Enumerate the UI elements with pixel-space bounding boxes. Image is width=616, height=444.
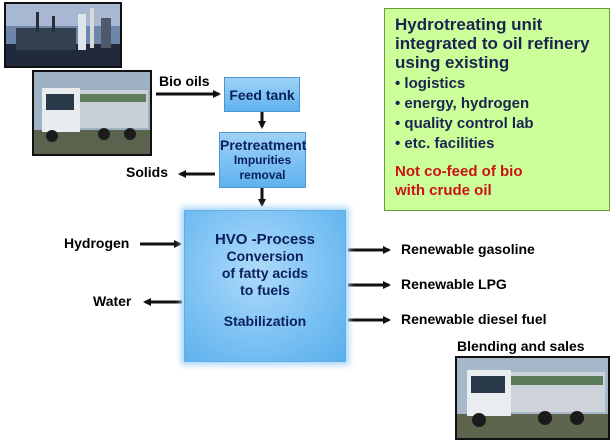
hvo-process-box: HVO -Process Conversion of fatty acids t…	[184, 210, 346, 362]
pretreatment-sub1: Impurities	[233, 153, 292, 167]
info-note: Not co-feed of bio with crude oil	[395, 162, 599, 200]
feed-tank-box: Feed tank	[224, 77, 300, 112]
tanker-truck-photo-left	[32, 70, 152, 156]
hydrogen-label: Hydrogen	[64, 235, 130, 251]
info-title-line2: integrated to oil refinery	[395, 34, 590, 53]
hvo-line3: to fuels	[240, 282, 290, 298]
hvo-title: HVO -Process	[214, 231, 316, 248]
blending-and-sales-label: Blending and sales	[457, 338, 585, 354]
hvo-stabilization: Stabilization	[223, 313, 307, 329]
feed-tank-label: Feed tank	[229, 87, 295, 103]
ship-photo	[4, 2, 122, 68]
refinery-integration-info-box: Hydrotreating unit integrated to oil ref…	[384, 8, 610, 211]
info-title-line3: using existing	[395, 53, 510, 72]
tanker-truck-photo-right	[455, 356, 610, 440]
hvo-line2: of fatty acids	[221, 265, 309, 281]
pretreatment-box: Pretreatment Impurities removal	[219, 132, 306, 188]
output-lpg-label: Renewable LPG	[401, 276, 507, 292]
info-list: • logistics • energy, hydrogen • quality…	[395, 74, 599, 154]
output-gasoline-label: Renewable gasoline	[401, 241, 535, 257]
info-item-energy-hydrogen: • energy, hydrogen	[395, 95, 530, 112]
info-item-logistics: • logistics	[395, 75, 466, 92]
info-note-line2: with crude oil	[395, 182, 492, 199]
info-note-line1: Not co-feed of bio	[395, 163, 523, 180]
pretreatment-title: Pretreatment	[220, 137, 307, 153]
pretreatment-sub2: removal	[239, 168, 286, 182]
info-title-line1: Hydrotreating unit	[395, 15, 543, 34]
info-item-facilities: • etc. facilities	[395, 135, 495, 152]
hvo-line1: Conversion	[226, 248, 304, 264]
output-diesel-label: Renewable diesel fuel	[401, 311, 547, 327]
bio-oils-label: Bio oils	[159, 73, 210, 89]
water-label: Water	[93, 293, 132, 309]
info-item-quality-control: • quality control lab	[395, 115, 534, 132]
solids-label: Solids	[126, 164, 169, 180]
